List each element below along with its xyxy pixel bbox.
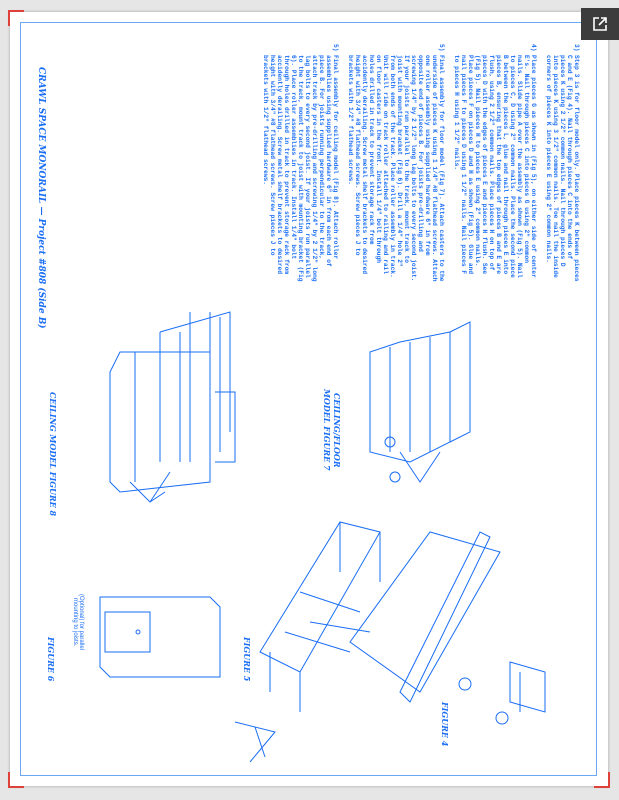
step: 3)Step 3 is for floor model only. Place … <box>545 44 580 282</box>
crop-mark <box>594 772 610 788</box>
figure-8-drawing <box>109 311 236 503</box>
figure-5-caption: FIGURE 5 <box>242 637 252 682</box>
open-in-new-icon <box>593 17 607 31</box>
step: 4)Place pieces G as shown in (Fig 5), on… <box>453 44 537 279</box>
page-border <box>20 22 597 776</box>
caster-drawing <box>495 711 509 725</box>
bracket-drawing <box>234 721 276 763</box>
figure-drawings <box>99 311 546 763</box>
step: 5)Final assembly for ceiling model (Fig … <box>262 44 339 282</box>
figure-8-caption: CEILING MODEL FIGURE 8 <box>48 392 58 517</box>
document-title: CRAWL SPACE MONORAIL — Project #808 (Sid… <box>36 67 46 329</box>
figure-5-drawing <box>259 521 501 712</box>
caster-drawing <box>458 677 472 691</box>
figure-7-drawing <box>369 321 471 483</box>
step: 5)Final assembly for floor model (Fig 7)… <box>347 44 445 282</box>
instructions: 3)Step 3 is for floor model only. Place … <box>254 44 580 284</box>
crop-mark <box>8 772 24 788</box>
figure-6-caption: FIGURE 6 <box>46 637 56 682</box>
figure-4-caption: FIGURE 4 <box>440 702 450 747</box>
document-page: 3)Step 3 is for floor model only. Place … <box>8 10 610 788</box>
figure-4-drawing <box>509 661 546 713</box>
open-in-new-window-button[interactable] <box>581 8 619 40</box>
figure-6-drawing <box>99 596 221 678</box>
figure-7-caption: CEILING/FLOOR MODEL FIGURE 7 <box>322 389 342 471</box>
crop-mark <box>8 10 24 26</box>
figure-6-note: (Optional) for parallel mounting to jois… <box>72 593 84 651</box>
